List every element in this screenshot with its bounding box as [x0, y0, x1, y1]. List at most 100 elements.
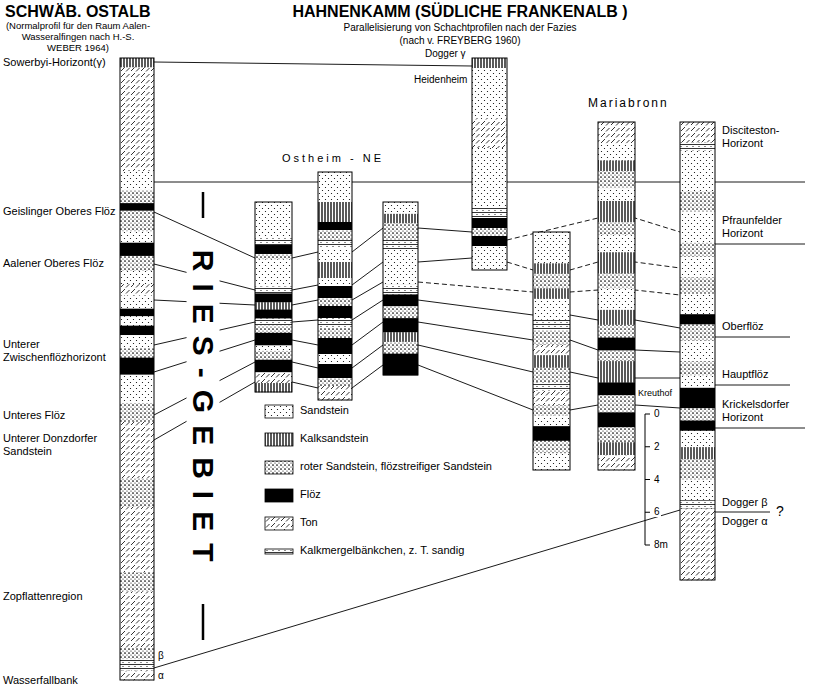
rock-layer [533, 345, 570, 356]
rock-layer [318, 306, 352, 318]
rock-layer [598, 310, 635, 325]
scale-number-box: 6 [653, 506, 661, 518]
horizon-label: Sowerbyi-Horizont(γ) [3, 56, 106, 68]
legend-text: Ton [300, 516, 318, 528]
rock-layer [120, 171, 154, 190]
horizon-label-box: Pfraunfelder Horizont [722, 214, 817, 240]
column-outline [383, 202, 418, 375]
rock-layer [680, 408, 715, 421]
rock-layer [533, 330, 570, 345]
rock-layer [680, 459, 715, 480]
rock-layer [680, 324, 715, 341]
correlation-line [154, 510, 680, 668]
correlation-line [715, 428, 805, 429]
rock-layer [383, 332, 418, 342]
rock-layer [255, 302, 292, 309]
rock-layer [318, 328, 352, 338]
rock-layer [680, 243, 715, 258]
horizon-label: Pfraunfelder Horizont [722, 214, 782, 239]
ries-bar [202, 192, 205, 218]
legend-text-box: roter Sandstein, flözstreifiger Sandstei… [300, 460, 492, 473]
rock-layer [598, 382, 635, 395]
horizon-label: Disciteston-Horizont [722, 124, 779, 149]
rock-layer [255, 259, 292, 286]
rock-layer [383, 240, 418, 250]
rock-layer [120, 271, 154, 284]
scale-number: 6 [653, 506, 661, 517]
rock-layer [255, 360, 292, 373]
rock-layer [120, 316, 154, 326]
rock-layer [318, 364, 352, 378]
rock-layer [255, 372, 292, 383]
rock-layer [680, 421, 715, 432]
horizon-label: ? [776, 503, 784, 519]
horizon-label-box: ? [776, 503, 784, 520]
horizon-label: Zopflattenregion [3, 590, 83, 602]
rock-layer [318, 298, 352, 306]
horizon-label: Geislinger Oberes Flöz [3, 205, 116, 217]
horizon-label: Hauptflöz [722, 368, 768, 380]
horizon-label: Dogger β [722, 496, 767, 508]
rock-layer [255, 351, 292, 360]
rock-layer [383, 285, 418, 295]
legend-text: Sandstein [300, 404, 349, 416]
horizon-label: α [158, 670, 164, 681]
horizon-label: Heidenheim [414, 74, 467, 85]
correlation-line [715, 337, 790, 338]
rock-layer [318, 278, 352, 286]
rock-layer [255, 254, 292, 260]
rock-layer [472, 228, 507, 236]
horizon-label-box: Sowerbyi-Horizont(γ) [3, 56, 116, 69]
horizon-label-box: Aalener Oberes Flöz [3, 257, 116, 270]
rock-layer [680, 447, 715, 460]
rock-layer [598, 201, 635, 223]
horizon-label: Ostheim - NE [282, 152, 384, 164]
heading-box: (nach v. FREYBERG 1960) [270, 35, 650, 47]
horizon-label: Unteres Flöz [3, 409, 65, 421]
horizon-label-box: Heidenheim [414, 74, 467, 86]
legend-swatch [265, 549, 293, 554]
scale-number-box: 2 [653, 441, 661, 453]
legend-swatch [265, 461, 293, 474]
horizon-label: β [158, 650, 164, 661]
legend-swatch [265, 433, 293, 446]
heading-box: HAHNENKAMM (SÜDLICHE FRANKENALB ) [270, 3, 650, 22]
rock-layer [472, 58, 507, 68]
heading-box: (Normalprofil für den Raum Aalen-Wassera… [4, 20, 152, 54]
rock-layer [472, 246, 507, 270]
rock-layer [120, 659, 154, 671]
rock-layer [680, 212, 715, 243]
horizon-label-box: Wasserfallbank [3, 674, 116, 687]
rock-layer [255, 333, 292, 346]
rock-layer [598, 143, 635, 160]
rock-layer [120, 403, 154, 422]
correlation-line [715, 244, 805, 245]
rock-layer [255, 245, 292, 254]
rock-layer [383, 354, 418, 376]
rock-layer [598, 171, 635, 188]
horizon-label-box: Zopflattenregion [3, 590, 116, 603]
rock-layer [120, 211, 154, 232]
rock-layer [533, 355, 570, 368]
legend-text: Kalksandstein [300, 432, 369, 444]
scale-tick [645, 479, 650, 480]
rock-layer [598, 222, 635, 235]
scale-number: 0 [653, 408, 661, 419]
column-outline [255, 202, 292, 392]
rock-layer [318, 222, 352, 230]
correlation-line [715, 512, 770, 513]
rock-layer [318, 262, 352, 278]
rock-layer [383, 223, 418, 240]
scale-number: 4 [653, 474, 661, 485]
rock-layer [255, 238, 292, 245]
horizon-label: Unterer Donzdorfer Sandstein [3, 432, 97, 457]
rock-layer [598, 350, 635, 361]
horizon-label: Kreuthof [638, 388, 672, 398]
rock-layer [680, 361, 715, 376]
rock-layer [318, 286, 352, 298]
rock-layer [533, 382, 570, 391]
rock-layer [255, 202, 292, 238]
ries-bar [202, 604, 205, 640]
scale-tick [645, 446, 650, 447]
heading: (nach v. FREYBERG 1960) [400, 35, 521, 46]
